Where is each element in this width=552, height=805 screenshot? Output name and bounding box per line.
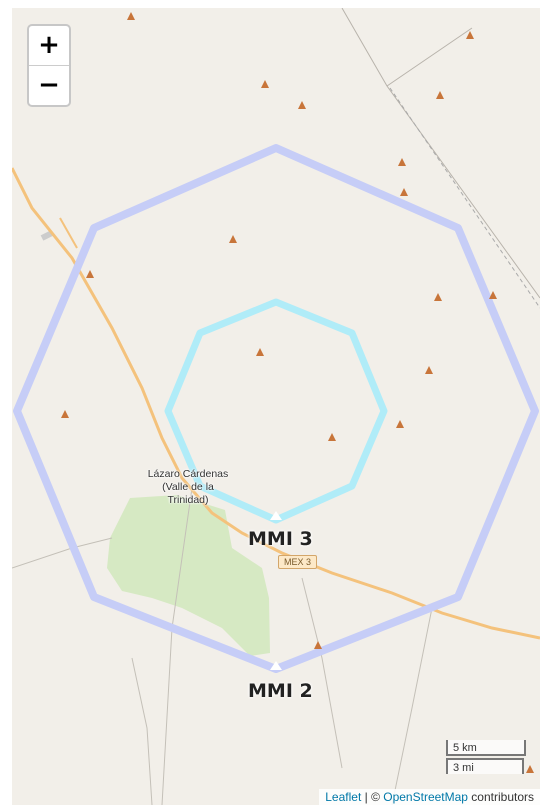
mmi-3-label: MMI 3: [248, 528, 313, 550]
peak-triangle-icon: [127, 12, 135, 20]
minor-road: [386, 27, 473, 87]
osm-link[interactable]: OpenStreetMap: [383, 790, 468, 804]
minor-road: [12, 537, 113, 569]
minor-road: [40, 230, 54, 241]
attribution-separator: | ©: [361, 790, 384, 804]
place-label: Lázaro Cárdenas (Valle de la Trinidad): [130, 468, 246, 507]
branch-road: [59, 217, 78, 249]
peak-triangle-icon: [256, 348, 264, 356]
park-area: [107, 495, 270, 656]
peak-triangle-icon: [400, 188, 408, 196]
scale-bar: 5 km 3 mi: [446, 740, 526, 774]
mmi-2-label: MMI 2: [248, 680, 313, 702]
zoom-in-button[interactable]: +: [38, 30, 60, 60]
attribution-suffix: contributors: [467, 790, 534, 804]
road-shield: MEX 3: [278, 555, 318, 569]
peak-triangle-icon: [489, 291, 497, 299]
peak-triangle-icon: [328, 433, 336, 441]
minor-road: [341, 8, 540, 299]
peak-triangle-icon: [261, 80, 269, 88]
minor-road: [389, 87, 540, 309]
minor-road: [301, 577, 343, 769]
peak-markers: [61, 12, 534, 773]
peak-triangle-icon: [314, 641, 322, 649]
place-label-line: (Valle de la: [162, 481, 214, 493]
scale-mi: 3 mi: [446, 758, 524, 774]
peak-triangle-icon: [396, 420, 404, 428]
mmi-2-contour: [13, 144, 539, 673]
scale-km: 5 km: [446, 740, 526, 756]
peak-triangle-icon: [229, 235, 237, 243]
minor-road: [391, 607, 433, 805]
peak-triangle-icon: [436, 91, 444, 99]
peak-triangle-icon: [86, 270, 94, 278]
map-canvas[interactable]: + − Lázaro Cárdenas (Valle de la Trinida…: [12, 8, 540, 805]
zoom-control: + −: [27, 24, 71, 107]
peak-triangle-icon: [398, 158, 406, 166]
peak-triangle-icon: [61, 410, 69, 418]
peak-triangle-icon: [434, 293, 442, 301]
mmi-3-anchor-icon: [270, 511, 282, 520]
peak-triangle-icon: [526, 765, 534, 773]
mmi-2-anchor-icon: [270, 661, 282, 670]
minor-road: [131, 657, 153, 805]
map-tiles: [12, 8, 540, 805]
attribution: Leaflet | © OpenStreetMap contributors: [319, 789, 540, 805]
peak-triangle-icon: [425, 366, 433, 374]
leaflet-link[interactable]: Leaflet: [325, 790, 362, 804]
peak-triangle-icon: [466, 31, 474, 39]
place-label-line: Trinidad): [167, 494, 209, 506]
zoom-out-button[interactable]: −: [29, 65, 69, 105]
peak-triangle-icon: [298, 101, 306, 109]
place-label-line: Lázaro Cárdenas: [147, 468, 229, 480]
